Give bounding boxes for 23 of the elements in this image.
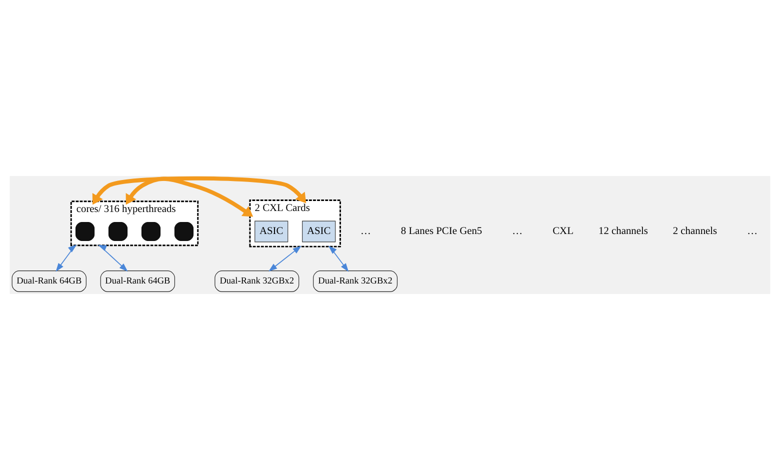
cluster: cores/ 316 hyperthreads <box>70 200 199 246</box>
node-chip <box>174 222 194 242</box>
node-chip <box>75 222 95 242</box>
label: 2 channels <box>672 226 718 238</box>
label: … <box>512 226 523 238</box>
node-box: ASIC <box>254 220 288 242</box>
node-chip <box>141 222 161 242</box>
label: 12 channels <box>598 226 648 238</box>
node-chip <box>108 222 128 242</box>
arrow <box>56 244 77 272</box>
node-box: Dual-Rank 64GB <box>100 270 175 292</box>
label: CXL <box>552 226 574 238</box>
arrow <box>98 244 128 272</box>
label: … <box>747 226 758 238</box>
label: 8 Lanes PCIe Gen5 <box>400 226 482 238</box>
node-box: ASIC <box>302 220 336 242</box>
arrow <box>328 246 349 272</box>
node-box: Dual-Rank 32GBx2 <box>214 270 300 292</box>
arrow <box>268 246 302 272</box>
node-box: Dual-Rank 64GB <box>12 270 86 292</box>
node-box: Dual-Rank 32GBx2 <box>313 270 398 292</box>
arrow <box>92 176 306 205</box>
label: … <box>360 226 371 238</box>
